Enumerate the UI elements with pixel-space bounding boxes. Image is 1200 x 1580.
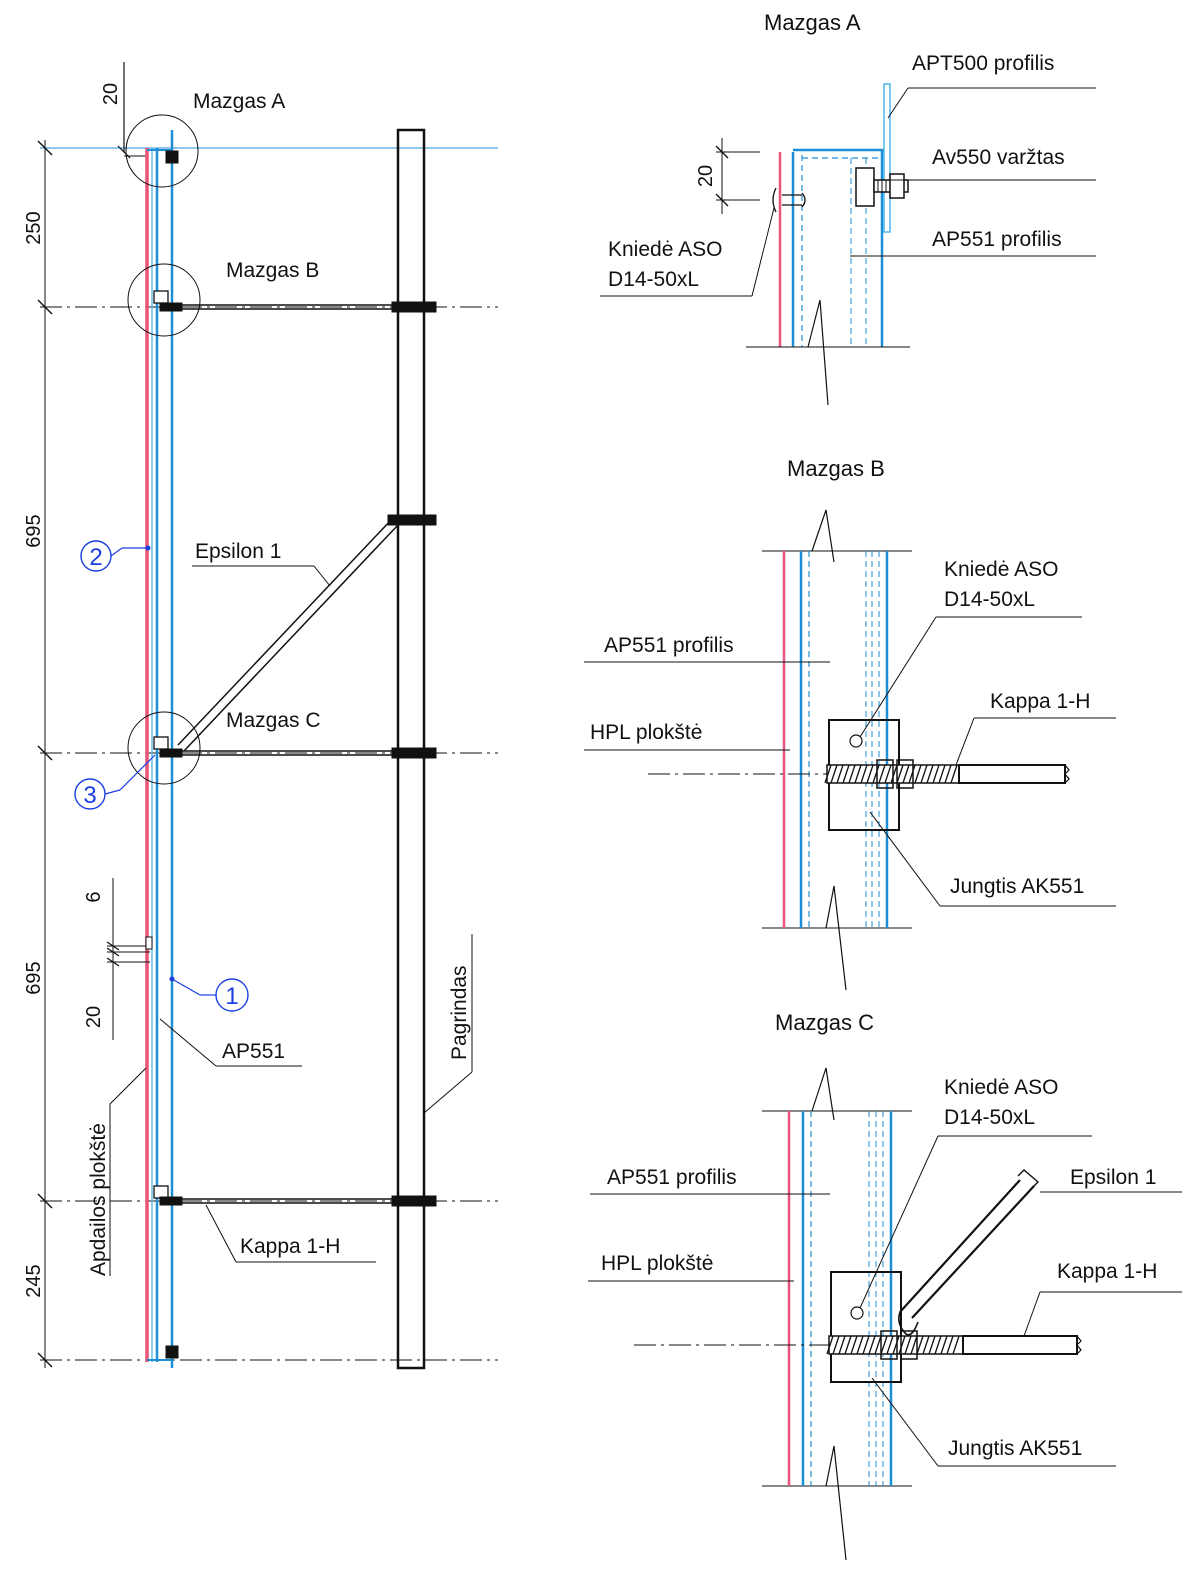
dimension-ticks [37, 140, 53, 1368]
a-kniede-label-1: Kniedė ASO [608, 238, 722, 261]
a-kniede-label-2: D14-50xL [608, 268, 699, 291]
node-c-circle [127, 711, 201, 785]
a-nut [889, 173, 905, 199]
b-kniede-label-1: Kniedė ASO [944, 558, 1058, 581]
c-epsilon-label: Epsilon 1 [1070, 1166, 1156, 1189]
dim-245: 245 [23, 1264, 45, 1297]
b-kniede-leader-arm [859, 616, 937, 738]
a-apt500-flange [883, 83, 891, 233]
b-top-break-symbol [811, 509, 835, 563]
c-kniede-leader-arm [859, 1135, 939, 1309]
a-apt500-leader-arm [887, 87, 909, 119]
detail-a-title: Mazgas A [764, 10, 861, 35]
b-jungtis-leader-arm [869, 811, 941, 907]
a-rivet [772, 187, 806, 213]
c-kappa-leader-arm [1023, 1291, 1041, 1337]
c-kniede-label-1: Kniedė ASO [944, 1076, 1058, 1099]
c-nut-1 [880, 1330, 898, 1360]
kappa-label: Kappa 1-H [240, 1235, 340, 1258]
svg-text:2: 2 [89, 544, 102, 571]
epsilon-label: Epsilon 1 [195, 540, 281, 563]
bubble-1: 1 [169, 976, 249, 1012]
b-kappa-leader-arm [955, 717, 975, 766]
b-nut-2 [896, 759, 914, 789]
a-dim-tick-1 [715, 145, 729, 159]
b-kappa-label: Kappa 1-H [990, 690, 1090, 713]
dim-250: 250 [23, 211, 45, 244]
detail-node-a: Mazgas A 20 APT500 profilis Av550 varžta… [600, 10, 1096, 406]
kappa-leader-arm [205, 1204, 237, 1263]
b-bottom-break-symbol [825, 885, 847, 991]
a-av550-label: Av550 varžtas [932, 146, 1065, 169]
c-bottom-break-symbol [825, 1445, 847, 1561]
kappa-rod-b [153, 290, 437, 313]
detail-c-title: Mazgas C [775, 1010, 874, 1035]
b-thread-hatch [824, 764, 958, 784]
c-jungtis-leader-arm [871, 1377, 939, 1467]
c-kappa-tube-end [1076, 1335, 1082, 1355]
dim-695-lower: 695 [23, 961, 45, 994]
node-c-label: Mazgas C [226, 709, 321, 732]
a-ap551-label: AP551 profilis [932, 228, 1062, 251]
a-kniede-leader-arm [751, 207, 775, 297]
node-b-circle [127, 263, 201, 337]
dim-top-20: 20 [100, 83, 122, 105]
c-rivet-hole [850, 1306, 864, 1320]
detail-node-c: Mazgas C Kniedė ASO D14-50xL AP55 [588, 1010, 1182, 1561]
b-rivet-hole [849, 734, 863, 748]
node-a-circle [125, 114, 199, 188]
c-kappa-tube [962, 1335, 1078, 1355]
c-top-break-symbol [811, 1067, 835, 1121]
a-dim-20: 20 [695, 165, 717, 187]
c-jungtis-label: Jungtis AK551 [948, 1437, 1082, 1460]
kappa-rod-c [153, 736, 437, 759]
a-apt500-label: APT500 profilis [912, 52, 1054, 75]
c-thread-hatch [826, 1335, 960, 1355]
bubble-2: 2 [80, 540, 151, 572]
b-hpl-label: HPL plokštė [590, 721, 702, 744]
apdailos-label: Apdailos plokštė [87, 1123, 110, 1276]
dim-20-gap: 20 [83, 1006, 105, 1028]
kappa-rod-lower [153, 1185, 437, 1207]
c-kappa-label: Kappa 1-H [1057, 1260, 1157, 1283]
b-nut-1 [876, 759, 894, 789]
detail-b-title: Mazgas B [787, 456, 885, 481]
node-b-label: Mazgas B [226, 259, 319, 282]
ap551-leader-arm [159, 1018, 217, 1067]
b-kniede-label-2: D14-50xL [944, 588, 1035, 611]
pagrindas-leader-arm [423, 1071, 473, 1114]
a-dim-tick-2 [715, 193, 729, 207]
ap551-label: AP551 [222, 1040, 285, 1063]
b-kappa-tube [958, 764, 1066, 784]
c-nut-2 [900, 1330, 918, 1360]
a-break-symbol [807, 299, 829, 406]
node-a-label: Mazgas A [193, 90, 285, 113]
pagrindas-label: Pagrindas [448, 965, 471, 1060]
bubble-3: 3 [74, 754, 156, 810]
epsilon-leader-arm [313, 565, 331, 587]
bottom-bolt [165, 1345, 179, 1359]
main-elevation-view: 250 695 695 245 20 [23, 62, 498, 1370]
dim-695-upper: 695 [23, 514, 45, 547]
c-hpl-label: HPL plokštė [601, 1252, 713, 1275]
c-epsilon-strut [898, 1169, 1040, 1336]
a-bolt-head [855, 167, 875, 207]
detail-node-b: Mazgas B Kniedė ASO D14-50xL AP551 profi… [584, 456, 1116, 991]
apdailos-leader-arm [109, 1067, 147, 1105]
c-ap551-label: AP551 profilis [607, 1166, 737, 1189]
svg-text:3: 3 [83, 782, 96, 809]
epsilon-strut [177, 514, 437, 752]
b-ap551-label: AP551 profilis [604, 634, 734, 657]
c-kniede-label-2: D14-50xL [944, 1106, 1035, 1129]
b-kappa-tube-end [1064, 764, 1070, 784]
gap-dimension [106, 878, 153, 1040]
svg-text:1: 1 [225, 983, 238, 1010]
top-bolt [165, 150, 179, 164]
b-jungtis-label: Jungtis AK551 [950, 875, 1084, 898]
dim-6: 6 [83, 891, 105, 902]
